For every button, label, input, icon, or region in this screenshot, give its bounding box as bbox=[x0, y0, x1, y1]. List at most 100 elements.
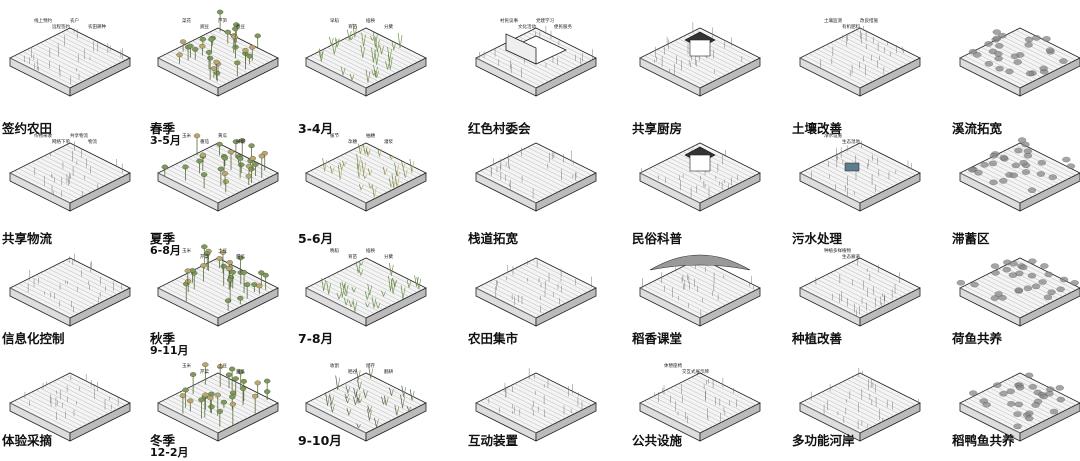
diagram-panel bbox=[950, 230, 1080, 342]
callout-label: 文化活动 bbox=[518, 25, 536, 30]
diagram-panel bbox=[950, 345, 1080, 457]
callout-label: 改良措施 bbox=[860, 19, 878, 24]
callout-label: 育苗 bbox=[348, 255, 357, 260]
callout-label: 芦笋 bbox=[218, 19, 227, 24]
callout-label: 线上预约 bbox=[34, 19, 52, 24]
diagram-panel bbox=[790, 345, 930, 457]
panel-title: 稻香课堂 bbox=[632, 331, 683, 346]
panel-title: 民俗科普 bbox=[632, 231, 683, 246]
callout-label: 交互式展示牌 bbox=[682, 370, 709, 375]
isometric-illustration bbox=[799, 368, 921, 442]
isometric-illustration bbox=[9, 372, 131, 442]
panel-subtitle: 12-2月 bbox=[150, 446, 189, 459]
callout-label: 作物采收 bbox=[34, 134, 52, 139]
panel-title: 7-8月 bbox=[298, 331, 334, 346]
callout-label: 蚕豆 bbox=[236, 25, 245, 30]
panel-title: 冬季 bbox=[150, 433, 176, 448]
panel-title: 公共设施 bbox=[632, 433, 683, 448]
callout-label: 插秧 bbox=[366, 249, 375, 254]
isometric-illustration bbox=[475, 25, 597, 97]
isometric-illustration bbox=[157, 362, 279, 442]
callout-label: 远程签约 bbox=[52, 25, 70, 30]
panel-title: 栈道拓宽 bbox=[468, 231, 519, 246]
callout-label: 种植多样植物 bbox=[824, 249, 851, 254]
callout-label: 收割 bbox=[330, 364, 339, 369]
callout-label: 早稻 bbox=[330, 19, 339, 24]
isometric-illustration bbox=[959, 27, 1080, 97]
isometric-illustration bbox=[475, 142, 597, 212]
callout-label: 玉米 bbox=[182, 134, 191, 139]
panel-title: 秋季 bbox=[150, 331, 176, 346]
isometric-illustration bbox=[639, 142, 761, 212]
callout-label: 休憩座椅 bbox=[664, 364, 682, 369]
isometric-illustration bbox=[959, 372, 1080, 442]
callout-label: 灌浆 bbox=[384, 140, 393, 145]
callout-label: 有机肥料 bbox=[842, 25, 860, 30]
isometric-illustration bbox=[9, 27, 131, 97]
isometric-illustration bbox=[157, 244, 279, 327]
callout-label: 党建学习 bbox=[536, 19, 554, 24]
callout-label: 网络下单 bbox=[52, 140, 70, 145]
panel-title: 荷鱼共养 bbox=[952, 331, 1003, 346]
isometric-illustration bbox=[639, 372, 761, 442]
callout-label: 拔节 bbox=[330, 134, 339, 139]
callout-label: 生态廊道 bbox=[842, 255, 860, 260]
panel-title: 3-4月 bbox=[298, 121, 334, 136]
callout-label: 村民议事 bbox=[500, 19, 518, 24]
diagram-panel: 净水设施生态湿地 bbox=[790, 115, 930, 227]
panel-title: 农田集市 bbox=[468, 331, 519, 346]
callout-label: 菜花 bbox=[182, 19, 191, 24]
diagram-panel: 作物采收网络下单共享物流物流 bbox=[0, 115, 140, 227]
isometric-illustration bbox=[305, 257, 427, 327]
panel-title: 稻鸭鱼共养 bbox=[952, 433, 1015, 448]
callout-label: 物流 bbox=[88, 140, 97, 145]
callout-label: 玉米 bbox=[182, 249, 191, 254]
callout-label: 储存 bbox=[366, 364, 375, 369]
callout-label: 便民服务 bbox=[554, 25, 572, 30]
panel-title: 多功能河岸 bbox=[792, 433, 855, 448]
diagram-panel: 休憩座椅交互式展示牌 bbox=[630, 345, 770, 457]
diagram-panel: 玉米芹菜土豆甜瓜 bbox=[148, 345, 288, 457]
diagram-panel: 菜花豌豆芦笋蚕豆 bbox=[148, 0, 288, 112]
callout-label: 黄瓜 bbox=[218, 134, 227, 139]
isometric-illustration bbox=[799, 140, 921, 212]
diagram-panel: 早稻育苗插秧分蘖 bbox=[296, 0, 436, 112]
isometric-illustration bbox=[799, 255, 921, 327]
panel-title: 滞蓄区 bbox=[952, 231, 990, 246]
diagram-panel: 线上预约远程签约农户农田耕种 bbox=[0, 0, 140, 112]
callout-label: 芹菜 bbox=[200, 255, 209, 260]
isometric-illustration bbox=[157, 9, 279, 97]
isometric-illustration bbox=[9, 141, 131, 212]
panel-title: 溪流拓宽 bbox=[952, 121, 1003, 136]
panel-title: 5-6月 bbox=[298, 231, 334, 246]
panel-title: 共享厨房 bbox=[632, 121, 683, 136]
panel-title: 信息化控制 bbox=[2, 331, 65, 346]
callout-label: 孕穗 bbox=[348, 140, 357, 145]
panel-subtitle: 3-5月 bbox=[150, 134, 181, 147]
panel-title: 春季 bbox=[150, 121, 176, 136]
panel-title: 签约农田 bbox=[2, 121, 53, 136]
callout-label: 生态湿地 bbox=[842, 140, 860, 145]
callout-label: 玉米 bbox=[182, 364, 191, 369]
isometric-illustration bbox=[639, 254, 761, 327]
callout-label: 甜瓜 bbox=[236, 370, 245, 375]
diagram-panel bbox=[0, 345, 140, 457]
callout-label: 土豆 bbox=[218, 364, 227, 369]
diagram-panel bbox=[630, 0, 770, 112]
panel-title: 体验采摘 bbox=[2, 433, 53, 448]
panel-title: 互动装置 bbox=[468, 433, 519, 448]
callout-label: 土豆 bbox=[218, 249, 227, 254]
callout-label: 甜瓜 bbox=[236, 255, 245, 260]
diagram-panel: 晚稻育苗插秧分蘖 bbox=[296, 230, 436, 342]
panel-title: 土壤改善 bbox=[792, 121, 843, 136]
callout-label: 番茄 bbox=[200, 140, 209, 145]
diagram-panel: 拔节孕穗 抽穗灌浆 bbox=[296, 115, 436, 227]
panel-title: 9-10月 bbox=[298, 433, 342, 448]
callout-label: 共享物流 bbox=[70, 134, 88, 139]
isometric-illustration bbox=[305, 23, 427, 97]
isometric-illustration bbox=[475, 257, 597, 327]
panel-title: 红色村委会 bbox=[468, 121, 531, 136]
callout-label: 分蘖 bbox=[384, 255, 393, 260]
callout-label: 净水设施 bbox=[824, 134, 842, 139]
callout-label: 抽穗 bbox=[366, 134, 375, 139]
